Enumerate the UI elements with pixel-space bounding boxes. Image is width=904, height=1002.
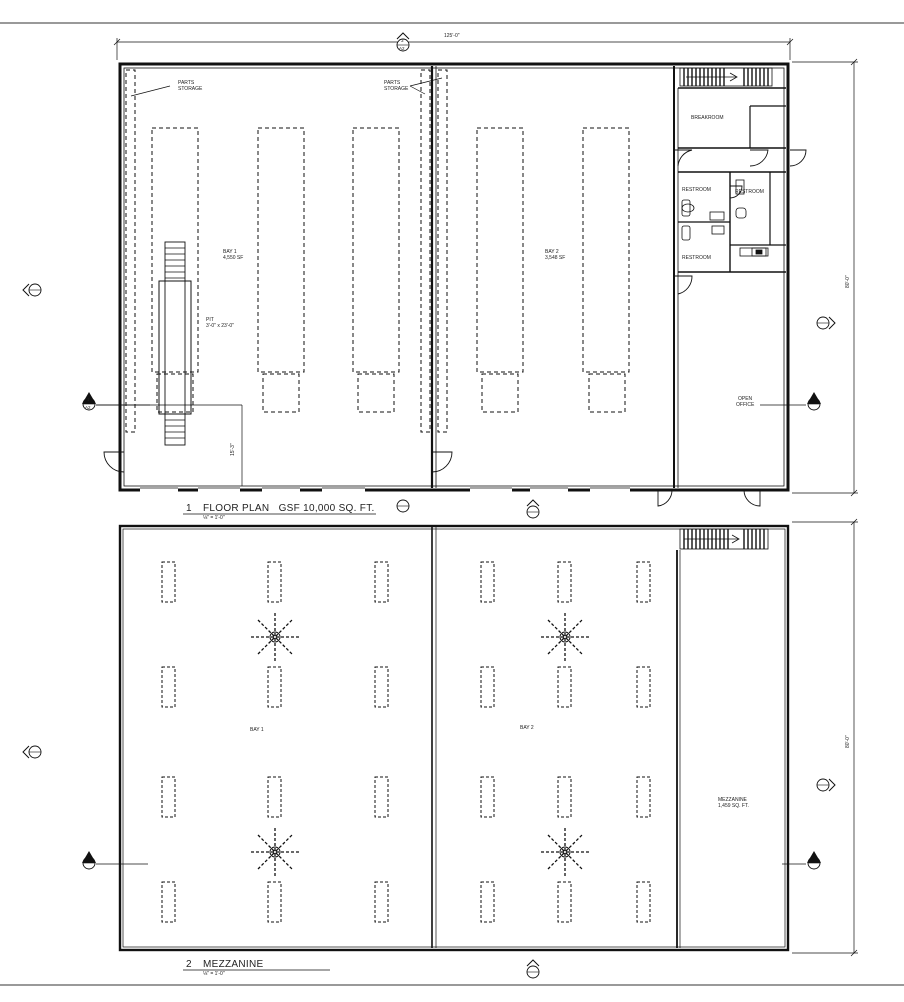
elevation-marker-left-mezz <box>22 745 42 759</box>
restroom-fixtures <box>681 179 769 257</box>
bay1-name: BAY 1 <box>223 249 237 255</box>
section-marker-sheet: A2 <box>85 405 91 410</box>
section-marker-right-floor <box>760 392 821 411</box>
elev-marker-number: 3 <box>401 38 404 43</box>
open-office-label-1: OPEN <box>738 396 753 402</box>
depth-dimension-upper <box>792 58 858 497</box>
depth-dimension-lower <box>792 518 858 957</box>
depth-label-lower: 80'-0" <box>845 735 851 748</box>
breakroom-label: BREAKROOM <box>691 115 724 121</box>
mezzanine-walls <box>118 524 790 952</box>
floor-plan-walls <box>118 62 790 492</box>
floor-plan-doors <box>103 149 807 507</box>
mezzanine-title: MEZZANINE <box>203 959 264 970</box>
mezzanine-area: 1,459 SQ. FT. <box>718 803 749 809</box>
ceiling-fans <box>250 612 590 877</box>
elevation-marker-left-floor <box>22 283 42 297</box>
section-marker-left-floor <box>82 392 150 411</box>
elevation-marker-bottom-floor <box>396 499 410 513</box>
open-office-label-2: OFFICE <box>736 402 755 408</box>
elevation-marker-bottom-mezz <box>526 959 540 979</box>
work-bay-outlines <box>151 127 630 413</box>
pit-name: PIT <box>206 317 214 323</box>
parts-storage-areas <box>125 69 448 433</box>
restroom-label-a: RESTROOM <box>682 187 711 193</box>
elev-marker-sheet: A2 <box>399 46 405 51</box>
depth-label-upper: 80'-0" <box>845 275 851 288</box>
service-pit <box>96 241 243 486</box>
mezzanine-name: MEZZANINE <box>718 797 747 803</box>
section-marker-number: 1 <box>87 397 90 402</box>
floor-plan-scale: ⅛" = 1'-0" <box>203 515 225 521</box>
bay2-area: 3,548 SF <box>545 255 566 261</box>
bay2-name: BAY 2 <box>545 249 559 255</box>
overall-width-label: 125'-0" <box>444 33 460 39</box>
stairs-mezzanine <box>679 528 769 550</box>
pit-size: 3'-0" x 23'-0" <box>206 323 234 329</box>
parts-storage-label-2: PARTS STORAGE <box>384 80 409 92</box>
pit-offset-dimension: 15'-3" <box>230 443 236 456</box>
mezz-bay2-label: BAY 2 <box>520 725 534 731</box>
mezz-bay1-label: BAY 1 <box>250 727 264 733</box>
floor-plan-number: 1 <box>186 503 192 514</box>
section-marker-left-mezz <box>82 851 148 870</box>
floor-plan-title: FLOOR PLAN GSF 10,000 SQ. FT. <box>203 503 375 514</box>
elevation-marker-bottom-floor-2 <box>526 499 540 519</box>
light-fixtures <box>161 561 651 923</box>
parts-storage-label-1: PARTS STORAGE <box>178 80 203 92</box>
overall-width-dimension <box>113 38 794 60</box>
bay1-area: 4,550 SF <box>223 255 244 261</box>
section-marker-right-mezz <box>782 851 821 870</box>
stairs-floor-plan <box>679 67 773 87</box>
restroom-label-c: RESTROOM <box>682 255 711 261</box>
elevation-marker-top <box>396 32 410 52</box>
elevation-marker-right-mezz <box>816 778 836 792</box>
restroom-label-b: RESTROOM <box>735 189 764 195</box>
elevation-marker-right-floor <box>816 316 836 330</box>
mezzanine-scale: ⅛" = 1'-0" <box>203 971 225 977</box>
mezzanine-number: 2 <box>186 959 192 970</box>
